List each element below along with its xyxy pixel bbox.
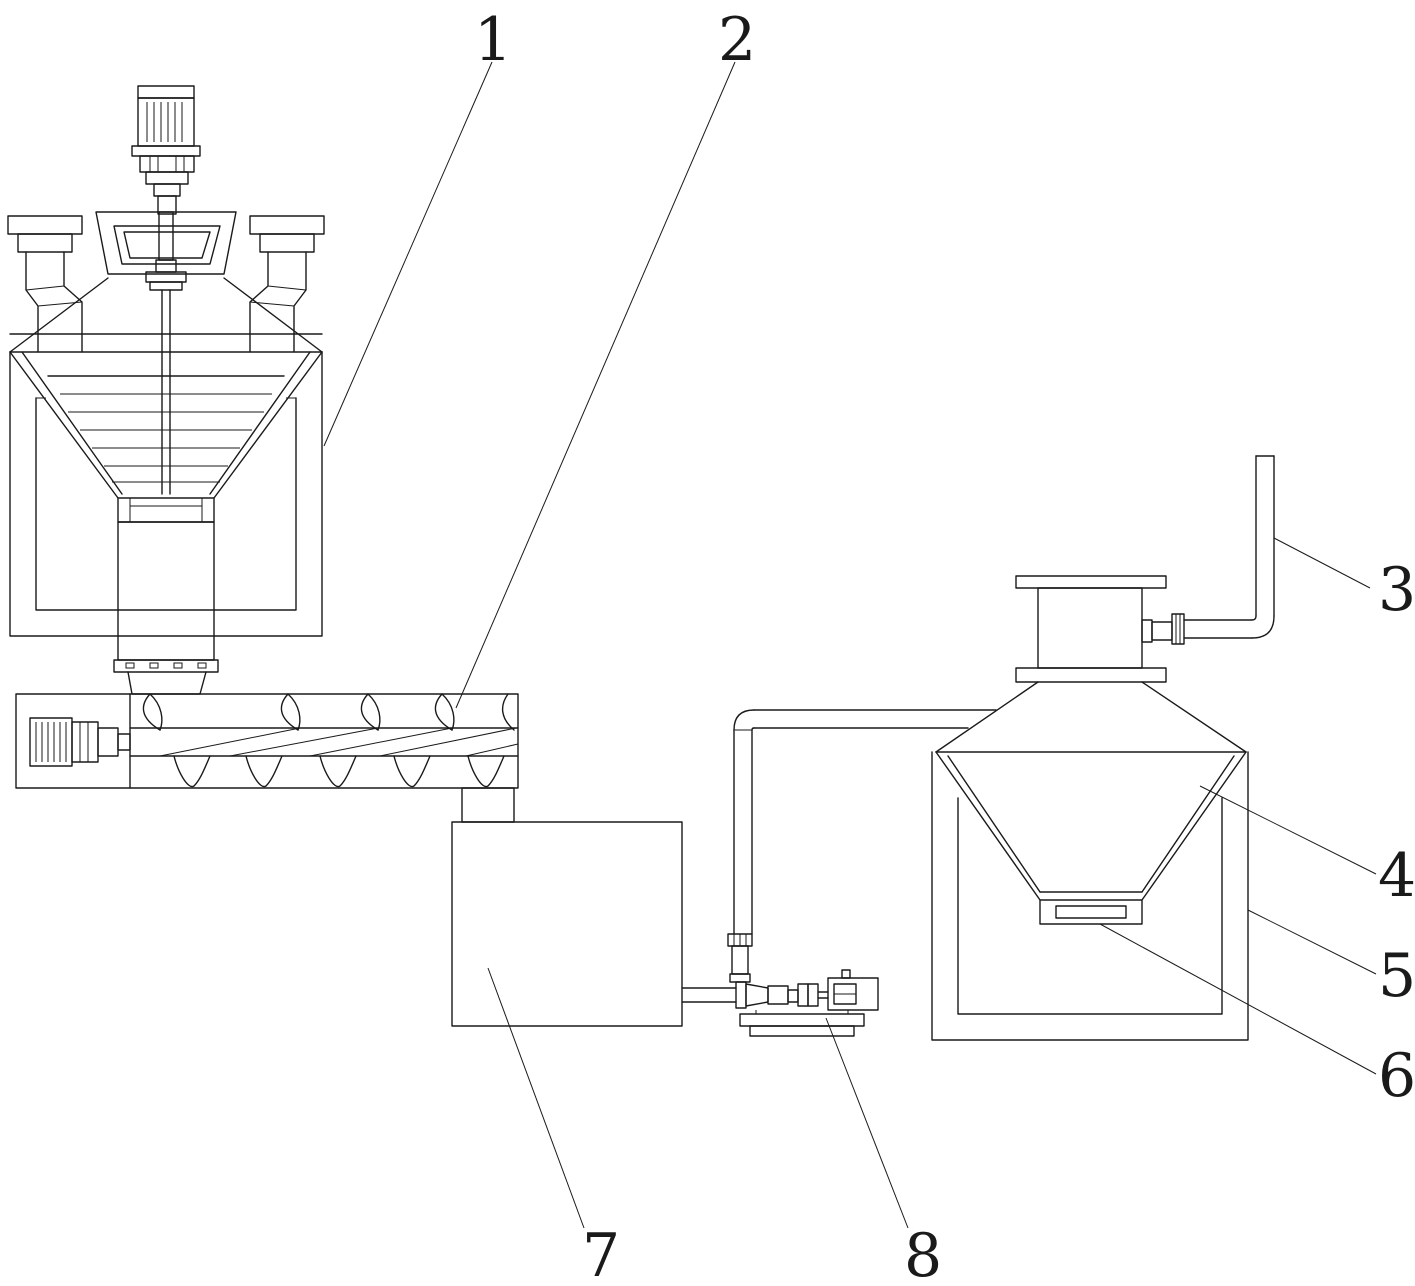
callout-2: 2 bbox=[718, 5, 756, 75]
leader-line-7 bbox=[487, 967, 585, 1229]
conveyor-motor bbox=[29, 717, 131, 767]
callout-5: 5 bbox=[1378, 941, 1415, 1011]
callout-1: 1 bbox=[474, 5, 512, 75]
leader-lines bbox=[323, 61, 1377, 1229]
leader-line-8 bbox=[825, 1017, 909, 1229]
leader-line-4 bbox=[1199, 785, 1377, 875]
leader-line-1 bbox=[323, 61, 493, 447]
callout-6: 6 bbox=[1378, 1041, 1415, 1111]
leader-line-3 bbox=[1273, 537, 1371, 589]
transfer-pipe bbox=[727, 709, 997, 983]
leader-line-2 bbox=[455, 61, 736, 709]
mixer-motor bbox=[131, 85, 201, 215]
receiving-hopper bbox=[931, 575, 1249, 1041]
callout-7: 7 bbox=[582, 1221, 620, 1286]
leader-line-6 bbox=[1099, 923, 1377, 1075]
callout-4: 4 bbox=[1378, 841, 1415, 911]
screw-flight bbox=[142, 693, 519, 788]
callout-numbers: 1 2 3 4 5 6 7 8 bbox=[474, 5, 1415, 1286]
pump bbox=[735, 969, 879, 1037]
tank-outlet-pipe bbox=[681, 987, 737, 1003]
storage-tank bbox=[451, 821, 683, 1027]
exhaust-pipe bbox=[1141, 455, 1275, 645]
callout-8: 8 bbox=[904, 1221, 942, 1286]
mixing-tank bbox=[7, 85, 325, 695]
screw-conveyor bbox=[15, 693, 519, 823]
callout-3: 3 bbox=[1378, 555, 1415, 625]
leader-line-5 bbox=[1247, 909, 1377, 975]
